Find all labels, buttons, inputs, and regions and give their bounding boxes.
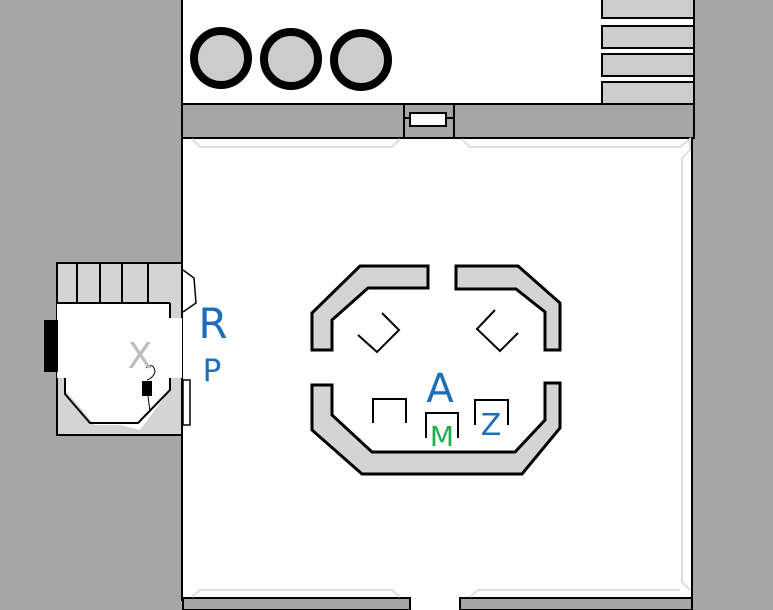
shelves [601,0,695,105]
console-segment-ne [454,264,562,352]
shelf-1 [601,0,695,19]
seat-nw [357,312,401,354]
west-door-panel[interactable] [44,320,58,372]
seat-ne [475,309,519,353]
main-hall [181,136,693,610]
west-door-arc [182,269,197,313]
marker-a[interactable]: A [426,366,454,412]
marker-x[interactable]: X [128,336,153,377]
tank-1 [190,27,252,89]
top-room [181,0,695,105]
seat-s [425,412,459,438]
marker-p[interactable]: P [203,353,222,389]
wall-device[interactable] [142,381,152,396]
west-room [44,262,197,436]
central-console-ring [310,264,562,476]
tank-2 [260,28,322,90]
north-door[interactable] [409,112,447,127]
device-cable [145,365,156,413]
shelf-4 [601,81,695,105]
shelf-3 [601,53,695,77]
console-segment-nw [310,264,430,352]
floor-trim [191,136,691,598]
shelf-2 [601,25,695,49]
marker-z[interactable]: Z [481,408,502,443]
tank-3 [330,29,392,91]
marker-m[interactable]: M [430,420,454,453]
seat-sw [372,398,407,423]
storage-tanks [190,27,392,91]
seats [357,309,519,438]
console-segment-south [310,381,562,476]
marker-r[interactable]: R [198,299,227,348]
west-door-leaf[interactable] [182,379,191,426]
seat-se [474,399,509,425]
